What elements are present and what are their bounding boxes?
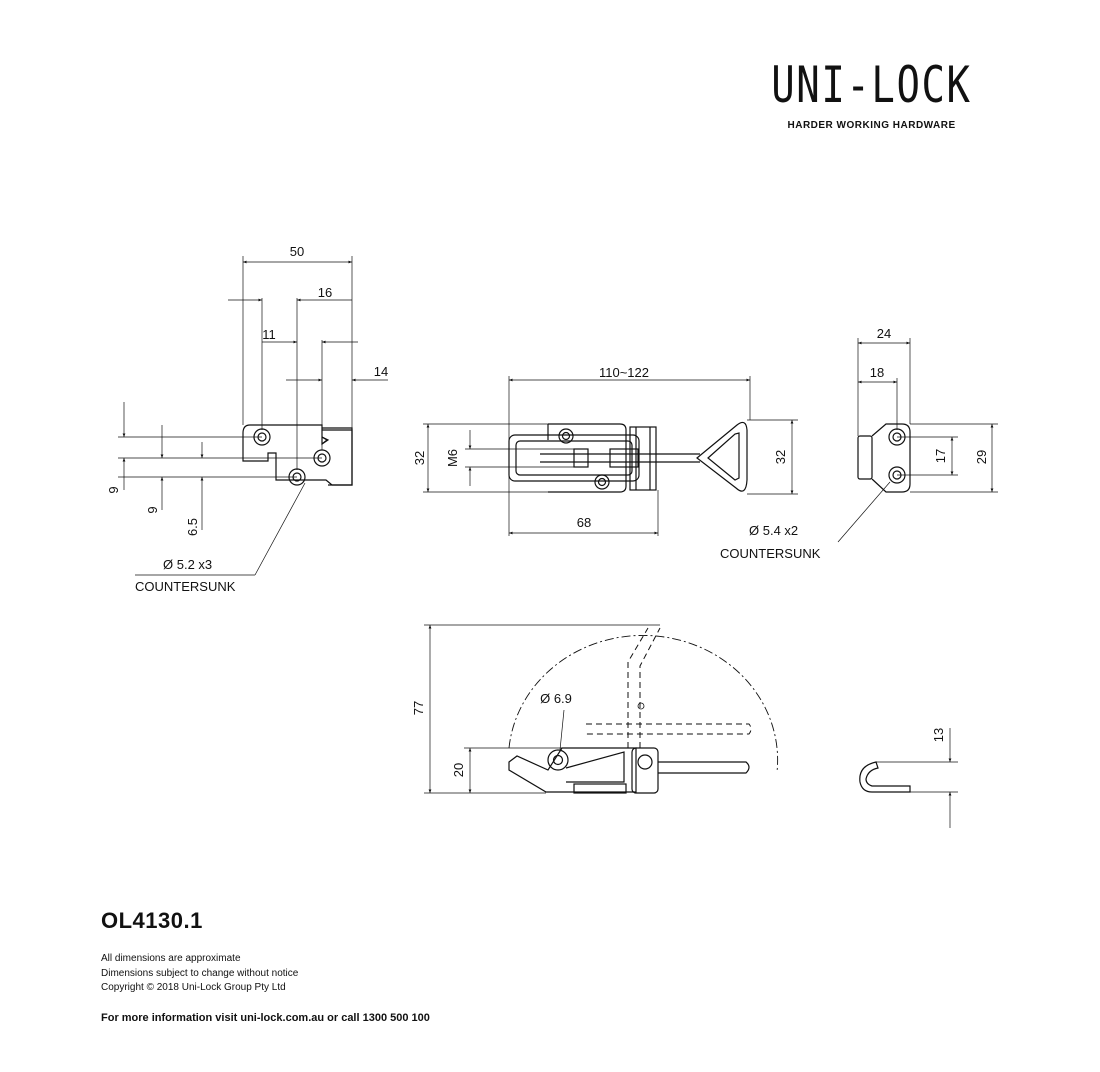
latch-top-view xyxy=(508,421,748,493)
brand-tagline: HARDER WORKING HARDWARE xyxy=(787,120,956,131)
keeper-hole-note: Ø 5.4 x2 xyxy=(749,523,798,538)
footer-notes: All dimensions are approximate Dimension… xyxy=(101,952,430,996)
catch-plate-countersunk-note: COUNTERSUNK xyxy=(135,579,236,594)
keeper-labels: 24 18 17 29 Ø 5.4 x2 COUNTERSUNK xyxy=(720,326,989,561)
latch-d-ring xyxy=(696,421,748,492)
part-number: OL4130.1 xyxy=(101,908,203,933)
footer: OL4130.1 All dimensions are approximate … xyxy=(101,908,430,1024)
note-copyright: Copyright © 2018 Uni-Lock Group Pty Ltd xyxy=(101,982,286,993)
side-view xyxy=(508,627,779,794)
note-subject-to-change: Dimensions subject to change without not… xyxy=(101,967,299,979)
catch-plate-tab xyxy=(322,429,353,486)
hook-dimensions xyxy=(876,728,958,828)
dim-50: 50 xyxy=(290,244,304,259)
dim-9a: 9 xyxy=(106,486,121,493)
side-view-labels: 77 Ø 6.9 20 xyxy=(411,691,572,777)
contact-info: For more information visit uni-lock.com.… xyxy=(101,1011,430,1024)
catch-plate-view xyxy=(242,424,353,486)
keeper-countersunk-note: COUNTERSUNK xyxy=(720,546,821,561)
latch-hinge-block xyxy=(629,426,657,491)
note-approximate: All dimensions are approximate xyxy=(101,953,241,964)
dim-dia-6-9: Ø 6.9 xyxy=(540,691,572,706)
dim-68: 68 xyxy=(577,515,591,530)
hook-profile xyxy=(859,761,911,793)
hook-labels: 13 xyxy=(931,728,946,742)
dim-m6: M6 xyxy=(445,449,460,467)
dim-18: 18 xyxy=(870,365,884,380)
dim-110-122: 110~122 xyxy=(599,365,649,380)
catch-plate-hole-note: Ø 5.2 x3 xyxy=(163,557,212,572)
brand-logo: UNI-LOCK HARDER WORKING HARDWARE xyxy=(743,60,1000,131)
side-view-dimensions xyxy=(424,624,660,794)
latch-top-labels: 110~122 32 M6 32 68 xyxy=(412,365,788,530)
keeper-dimensions xyxy=(837,338,998,543)
catch-plate-dimensions xyxy=(118,256,388,576)
open-bar-dashed xyxy=(586,723,752,735)
latch-frame-inner xyxy=(515,440,633,476)
dim-29: 29 xyxy=(974,450,989,464)
dim-32-left: 32 xyxy=(412,451,427,465)
dim-14: 14 xyxy=(374,364,388,379)
catch-plate-labels: 50 16 11 14 9 9 6.5 Ø 5.2 x3 COUNTERSUNK xyxy=(106,244,388,594)
open-lever-dashed xyxy=(627,627,661,748)
brand-name: UNI-LOCK xyxy=(771,56,972,114)
dim-77: 77 xyxy=(411,701,426,715)
closed-lever xyxy=(508,747,637,793)
dim-20: 20 xyxy=(451,763,466,777)
latch-top-dimensions xyxy=(423,376,798,536)
keeper-view xyxy=(857,423,911,493)
keeper-lip xyxy=(857,435,873,480)
pivot-hole xyxy=(547,749,569,771)
dim-13: 13 xyxy=(931,728,946,742)
catch-plate-notch xyxy=(321,436,330,445)
closed-bar xyxy=(658,761,750,774)
keeper-plate xyxy=(871,423,911,493)
dim-32-right: 32 xyxy=(773,450,788,464)
latch-base-plate xyxy=(548,423,627,493)
dim-11: 11 xyxy=(262,327,276,342)
dim-16: 16 xyxy=(318,285,332,300)
dim-17: 17 xyxy=(933,449,948,463)
dim-24: 24 xyxy=(877,326,891,341)
dim-6-5: 6.5 xyxy=(185,518,200,536)
hinge-block-side xyxy=(631,747,659,794)
dim-9b: 9 xyxy=(145,506,160,513)
hook-view xyxy=(859,761,911,793)
